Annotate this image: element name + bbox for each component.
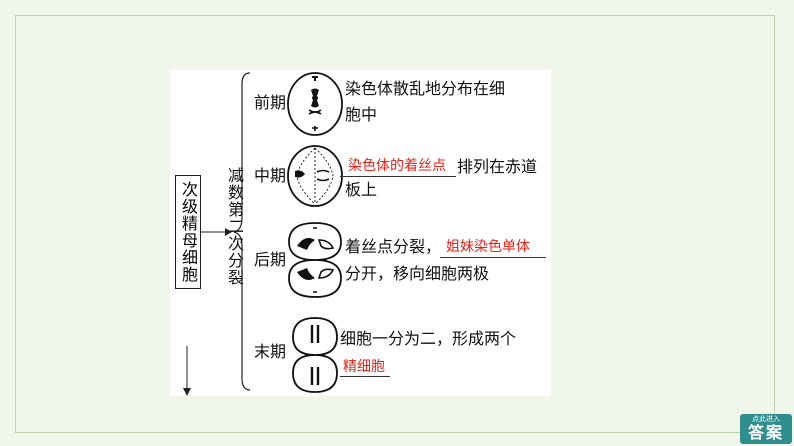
content-card: 次级精母细胞 减数第二次分裂 前期 中期 后期 末期 xyxy=(170,70,551,396)
metaphase-blank-underline xyxy=(340,176,456,177)
right-arrow-head xyxy=(225,228,232,236)
anaphase-answer-blank: 姐妹染色单体 xyxy=(446,239,530,255)
anaphase-cell-icon xyxy=(288,222,342,298)
phase-name-telophase: 末期 xyxy=(254,342,287,361)
meiosis-ii-label: 减数第二次分裂 xyxy=(225,167,244,286)
telophase-blank-underline xyxy=(340,376,390,377)
answer-button-hint: 点此进入 xyxy=(752,415,780,423)
anaphase-text-line1: 着丝点分裂， xyxy=(345,237,442,256)
anaphase-blank-underline xyxy=(440,257,546,258)
down-arrow-head xyxy=(183,388,191,396)
connector-arrows xyxy=(183,72,251,396)
metaphase-answer-blank: 染色体的着丝点 xyxy=(348,158,446,174)
anaphase-text-line2: 分开，移向细胞两极 xyxy=(345,264,490,283)
phase-name-metaphase: 中期 xyxy=(254,166,287,185)
metaphase-text-line1: 排列在赤道 xyxy=(457,157,538,176)
metaphase-text-line2: 板上 xyxy=(345,180,378,199)
phase-name-prophase: 前期 xyxy=(254,93,287,112)
telophase-cell-icon xyxy=(292,317,338,393)
answer-button-label: 答案 xyxy=(747,423,784,442)
secondary-spermatocyte-box: 次级精母细胞 xyxy=(175,175,201,289)
metaphase-cell-icon xyxy=(287,145,343,207)
prophase-text-line2: 胞中 xyxy=(345,105,378,124)
prophase-cell-icon xyxy=(287,72,343,136)
telophase-answer-blank: 精细胞 xyxy=(343,359,385,375)
prophase-text-line1: 染色体散乱地分布在细 xyxy=(345,79,506,98)
view-answer-button[interactable]: 点此进入 答案 xyxy=(740,414,792,444)
brace xyxy=(233,72,251,391)
telophase-text-line1: 细胞一分为二，形成两个 xyxy=(340,329,517,348)
source-label: 次级精母细胞 xyxy=(179,181,198,283)
slide-frame xyxy=(15,15,775,433)
phase-name-anaphase: 后期 xyxy=(254,250,287,269)
